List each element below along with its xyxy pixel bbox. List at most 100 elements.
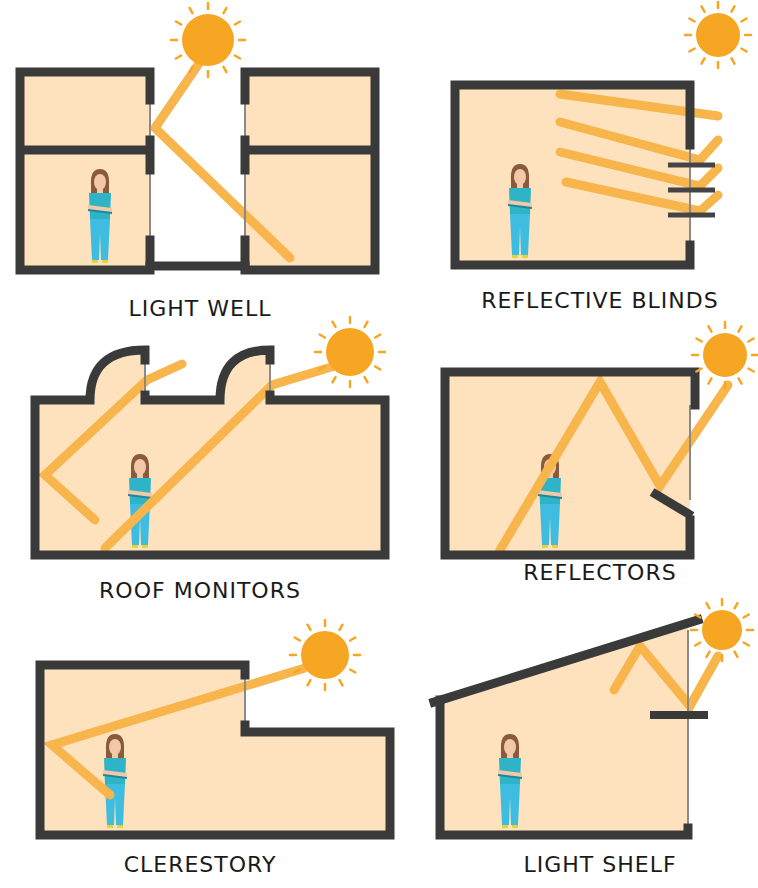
- window-glass: [244, 100, 246, 140]
- sun-ray: [724, 382, 727, 388]
- sun-ray: [350, 638, 355, 641]
- sun-ray: [350, 670, 355, 673]
- sun-ray: [171, 39, 177, 42]
- person-figure: [498, 734, 522, 828]
- sun: [691, 599, 753, 661]
- sun-ray: [176, 56, 181, 59]
- reflective-blinds-panel: [455, 85, 718, 265]
- sun-ray: [752, 354, 758, 357]
- sun-ray: [290, 654, 296, 657]
- sun-ray: [333, 377, 336, 382]
- sun-ray: [702, 6, 705, 11]
- sun-ray: [295, 638, 300, 641]
- panel-caption: LIGHT SHELF: [523, 852, 676, 878]
- sun-ray: [745, 34, 751, 37]
- sun-ray: [207, 3, 210, 9]
- light-ray: [566, 182, 718, 211]
- sun-ray: [239, 39, 245, 42]
- sun-ray: [739, 378, 742, 383]
- sun-ray: [747, 629, 753, 632]
- building-wall: [40, 665, 390, 835]
- sun-ray: [379, 351, 385, 354]
- sun-ray: [735, 652, 738, 657]
- window-glass: [144, 360, 146, 395]
- sun-ray: [333, 322, 336, 327]
- window-glass: [244, 170, 246, 240]
- light-shelf-panel: [434, 620, 718, 835]
- light-ray: [560, 152, 718, 186]
- sun-disc: [301, 631, 349, 679]
- sun-ray: [308, 680, 311, 685]
- person-figure: [88, 169, 112, 263]
- reflector-plate: [652, 492, 692, 516]
- building-wall: [440, 700, 688, 835]
- sun-ray: [691, 629, 697, 632]
- sun-ray: [176, 22, 181, 25]
- sun-ray: [732, 58, 735, 63]
- sun-disc: [702, 610, 742, 650]
- person-figure: [103, 734, 127, 828]
- sun-ray: [354, 654, 360, 657]
- sun-disc: [182, 14, 234, 66]
- sun-ray: [717, 2, 720, 8]
- sun-ray: [224, 8, 227, 13]
- panel-caption: LIGHT WELL: [129, 296, 272, 322]
- sun-ray: [707, 652, 710, 657]
- sun-ray: [709, 378, 712, 383]
- sun-ray: [375, 367, 380, 370]
- room-fill: [40, 665, 390, 835]
- sun-ray: [235, 22, 240, 25]
- sun-ray: [685, 34, 691, 37]
- sun-ray: [689, 49, 694, 52]
- clerestory-panel: [40, 665, 390, 835]
- window-glass: [149, 170, 151, 240]
- sun-ray: [190, 8, 193, 13]
- person-figure: [508, 164, 532, 258]
- window-glass: [149, 100, 151, 140]
- window-glass: [687, 630, 689, 828]
- building-wall: [20, 72, 150, 270]
- sun-ray: [695, 615, 700, 618]
- sun-ray: [320, 367, 325, 370]
- blind-slats: [668, 165, 715, 215]
- sun-ray: [741, 49, 746, 52]
- building-wall: [455, 85, 690, 265]
- sun-ray: [695, 643, 700, 646]
- room-fill: [20, 72, 150, 270]
- sun: [315, 317, 385, 387]
- sun-ray: [709, 326, 712, 331]
- sun-ray: [235, 56, 240, 59]
- panel-caption: CLERESTORY: [124, 852, 277, 878]
- sun-ray: [696, 369, 701, 372]
- sun-ray: [365, 322, 368, 327]
- sun-ray: [295, 670, 300, 673]
- room-fill: [35, 350, 385, 555]
- sun-ray: [340, 680, 343, 685]
- sun-ray: [375, 335, 380, 338]
- sun: [290, 620, 360, 690]
- room-fill: [445, 375, 690, 555]
- sun-ray: [315, 351, 321, 354]
- sun-disc: [703, 333, 747, 377]
- panel-caption: ROOF MONITORS: [99, 578, 301, 604]
- sun-ray: [724, 322, 727, 328]
- window-glass: [689, 145, 691, 245]
- sun-ray: [717, 62, 720, 68]
- sun-ray: [702, 58, 705, 63]
- light-well-panel: [20, 62, 375, 270]
- sun-ray: [744, 615, 749, 618]
- sun-ray: [320, 335, 325, 338]
- sun-ray: [748, 369, 753, 372]
- sun-ray: [721, 599, 724, 605]
- sun-disc: [696, 13, 740, 57]
- room-fill: [245, 72, 375, 270]
- sun-ray: [735, 603, 738, 608]
- sun-ray: [324, 684, 327, 690]
- sun-ray: [324, 620, 327, 626]
- sun-ray: [349, 317, 352, 323]
- sun-ray: [224, 67, 227, 72]
- window-glass: [244, 675, 246, 725]
- sun-ray: [739, 326, 742, 331]
